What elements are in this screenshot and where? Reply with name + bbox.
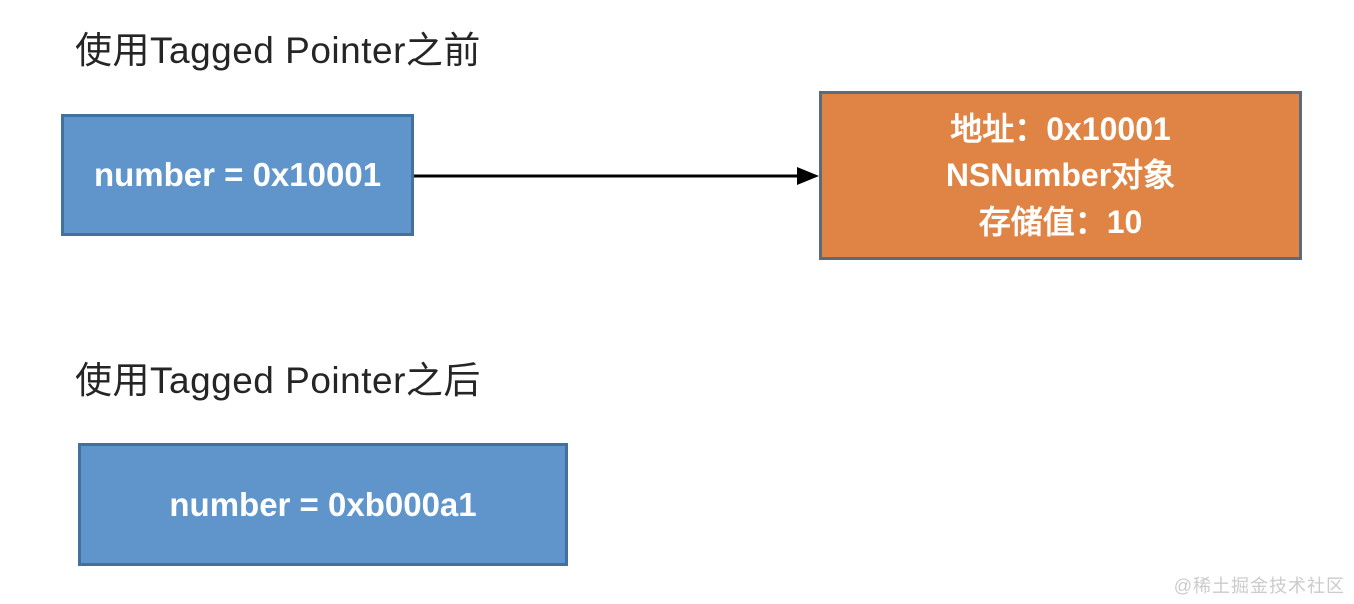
object-box-address-line: 地址：0x10001 xyxy=(950,111,1171,148)
object-box-value-line: 存储值：10 xyxy=(978,203,1143,240)
pointer-box-before: number = 0x10001 xyxy=(61,114,414,236)
object-box-type-line: NSNumber对象 xyxy=(945,157,1176,194)
section-title-before: 使用Tagged Pointer之前 xyxy=(75,30,481,71)
arrow-right-icon xyxy=(414,167,819,185)
pointer-box-after: number = 0xb000a1 xyxy=(78,443,568,566)
watermark: @稀土掘金技术社区 xyxy=(1173,576,1345,596)
nsnumber-object-box: 地址：0x10001 NSNumber对象 存储值：10 xyxy=(819,91,1302,260)
section-title-after: 使用Tagged Pointer之后 xyxy=(75,360,481,401)
